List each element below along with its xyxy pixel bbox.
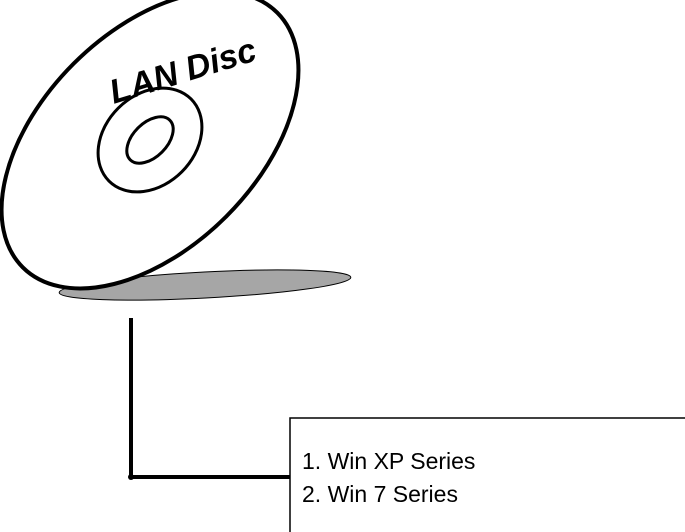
driver-item-2: 2. Win 7 Series <box>302 481 458 507</box>
disc-outer-ring <box>0 0 301 291</box>
connector-dot <box>128 474 134 480</box>
driver-list-box <box>289 417 685 532</box>
disc-icon <box>0 0 301 291</box>
disc-hub-ring <box>125 115 175 165</box>
disc-middle-ring <box>96 86 204 194</box>
disc-shadow <box>58 269 352 301</box>
driver-item-1: 1. Win XP Series <box>302 448 475 474</box>
connector-line <box>129 318 290 479</box>
